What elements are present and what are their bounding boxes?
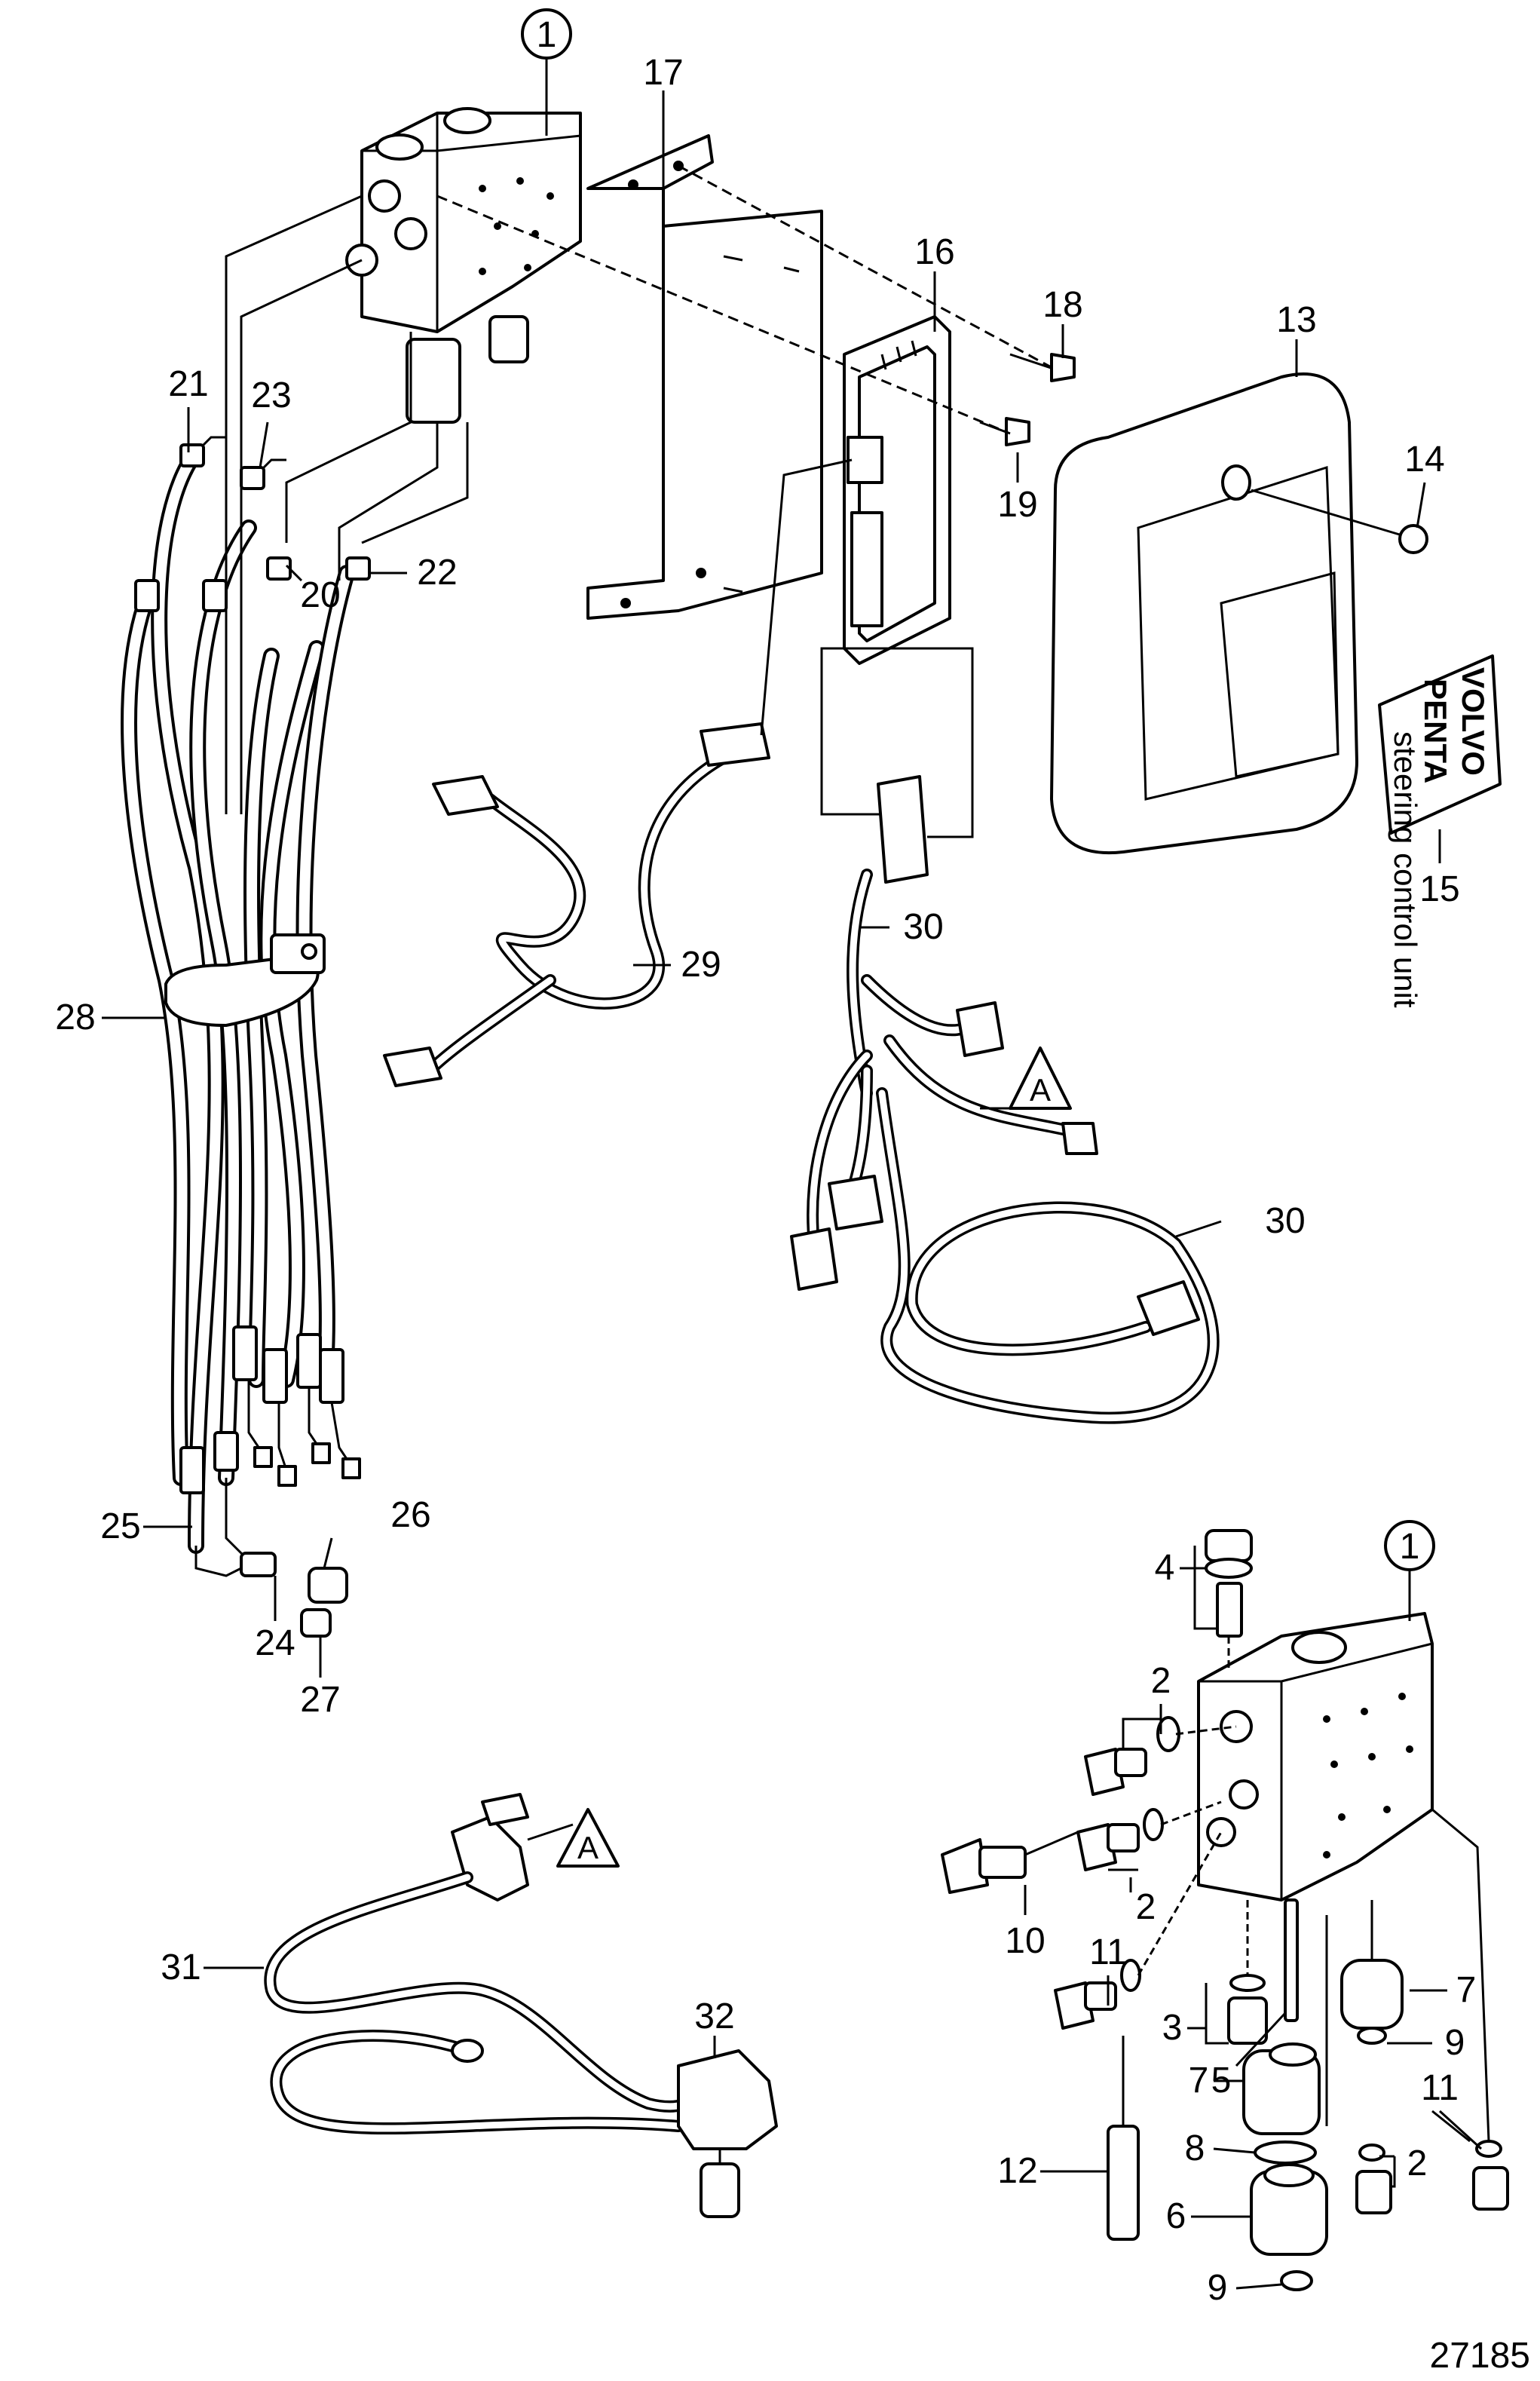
callout-30b: 30 bbox=[1265, 1201, 1305, 1241]
callout-31: 31 bbox=[161, 1947, 201, 1987]
callout-1-bottom: 1 bbox=[1400, 1527, 1420, 1567]
callout-26: 26 bbox=[390, 1495, 430, 1535]
sticker-brand-2: PENTA bbox=[1418, 679, 1453, 783]
label-sticker: VOLVO PENTA steering control unit bbox=[1378, 654, 1502, 1008]
reference-triangle-a1 bbox=[1009, 1046, 1072, 1110]
callout-6: 6 bbox=[1166, 2196, 1186, 2236]
callout-29: 29 bbox=[681, 945, 721, 985]
callout-22: 22 bbox=[417, 553, 457, 593]
cable-harness-29 bbox=[383, 458, 853, 1087]
adapter-11a bbox=[1054, 1831, 1223, 2030]
reference-a1: A bbox=[1030, 1072, 1051, 1108]
cable-harness-30 bbox=[790, 647, 1220, 1424]
coil-7a bbox=[1340, 1900, 1404, 2045]
callout-28: 28 bbox=[55, 997, 95, 1037]
callout-2c: 2 bbox=[1407, 2144, 1428, 2183]
callout-14: 14 bbox=[1404, 440, 1444, 480]
plug-3 bbox=[1227, 1900, 1268, 2045]
callout-21: 21 bbox=[168, 364, 208, 404]
sleeve-27 bbox=[300, 1608, 332, 1638]
callout-27: 27 bbox=[300, 1680, 340, 1720]
callout-25: 25 bbox=[100, 1506, 140, 1546]
callout-7a: 7 bbox=[1456, 1970, 1477, 2010]
hose-bundle bbox=[121, 444, 355, 1554]
callout-12: 12 bbox=[997, 2151, 1037, 2191]
callout-24: 24 bbox=[255, 1623, 295, 1663]
callout-1-top: 1 bbox=[537, 15, 557, 55]
coil-7b bbox=[1242, 2042, 1321, 2135]
tube-lines bbox=[187, 195, 469, 814]
plug-11b bbox=[1431, 1808, 1509, 2211]
callout-7b: 7 bbox=[1189, 2061, 1209, 2101]
reference-a2: A bbox=[577, 1830, 599, 1865]
control-unit bbox=[843, 315, 951, 665]
callout-20: 20 bbox=[300, 575, 340, 615]
callout-10: 10 bbox=[1005, 1921, 1045, 1961]
sleeve-26 bbox=[308, 1567, 348, 1604]
stem-5 bbox=[1284, 1898, 1299, 2022]
callout-13: 13 bbox=[1276, 300, 1316, 340]
callout-18: 18 bbox=[1042, 285, 1082, 325]
sticker-brand-1: VOLVO bbox=[1456, 667, 1491, 776]
callout-9b: 9 bbox=[1208, 2268, 1228, 2308]
cartridge-12 bbox=[1107, 2036, 1140, 2241]
sticker-product: steering control unit bbox=[1388, 731, 1423, 1008]
callout-8: 8 bbox=[1185, 2128, 1205, 2168]
valve-block-top bbox=[345, 107, 582, 424]
callout-32: 32 bbox=[694, 1996, 734, 2036]
callout-9a: 9 bbox=[1445, 2023, 1465, 2063]
washer-8 bbox=[1254, 2140, 1317, 2165]
callout-30a: 30 bbox=[903, 907, 943, 947]
callout-23: 23 bbox=[251, 375, 291, 415]
callout-2a: 2 bbox=[1151, 1661, 1171, 1701]
screw-18 bbox=[1009, 353, 1076, 382]
plug-2c bbox=[1325, 1915, 1392, 2214]
callout-16: 16 bbox=[914, 232, 954, 272]
reference-triangle-a2 bbox=[556, 1808, 620, 1868]
callout-17: 17 bbox=[643, 53, 683, 93]
callout-leaders bbox=[102, 57, 1483, 2290]
cable-harness-31 bbox=[264, 1793, 707, 2135]
relay-32 bbox=[677, 2049, 778, 2218]
callout-4: 4 bbox=[1155, 1548, 1175, 1588]
callout-3: 3 bbox=[1162, 2008, 1183, 2048]
callout-2b: 2 bbox=[1136, 1887, 1156, 1927]
figure-number: 27185 bbox=[1430, 2336, 1530, 2376]
callout-11a: 11 bbox=[1089, 1932, 1127, 1972]
nut-9b bbox=[1280, 2270, 1313, 2291]
adapter-2a bbox=[1084, 1716, 1237, 1796]
callout-5: 5 bbox=[1211, 2061, 1232, 2101]
cover bbox=[1050, 372, 1358, 855]
coil-6 bbox=[1250, 2163, 1328, 2256]
hose-fittings bbox=[134, 443, 371, 1494]
callout-11b: 11 bbox=[1421, 2068, 1459, 2108]
filter-plug-4 bbox=[1205, 1529, 1253, 1670]
hose-clamp bbox=[164, 933, 326, 1027]
callout-15: 15 bbox=[1419, 869, 1459, 909]
valve-block-exploded bbox=[1197, 1612, 1434, 1901]
sensor-10 bbox=[941, 1831, 1079, 1894]
end-nipples bbox=[194, 1380, 361, 1577]
cover-screw-14 bbox=[1251, 489, 1428, 554]
callout-circle-top bbox=[521, 8, 572, 60]
adapter-2b bbox=[1076, 1800, 1222, 1871]
mounting-bracket bbox=[586, 134, 823, 620]
callout-19: 19 bbox=[997, 485, 1037, 525]
callout-circle-bottom bbox=[1384, 1520, 1435, 1571]
